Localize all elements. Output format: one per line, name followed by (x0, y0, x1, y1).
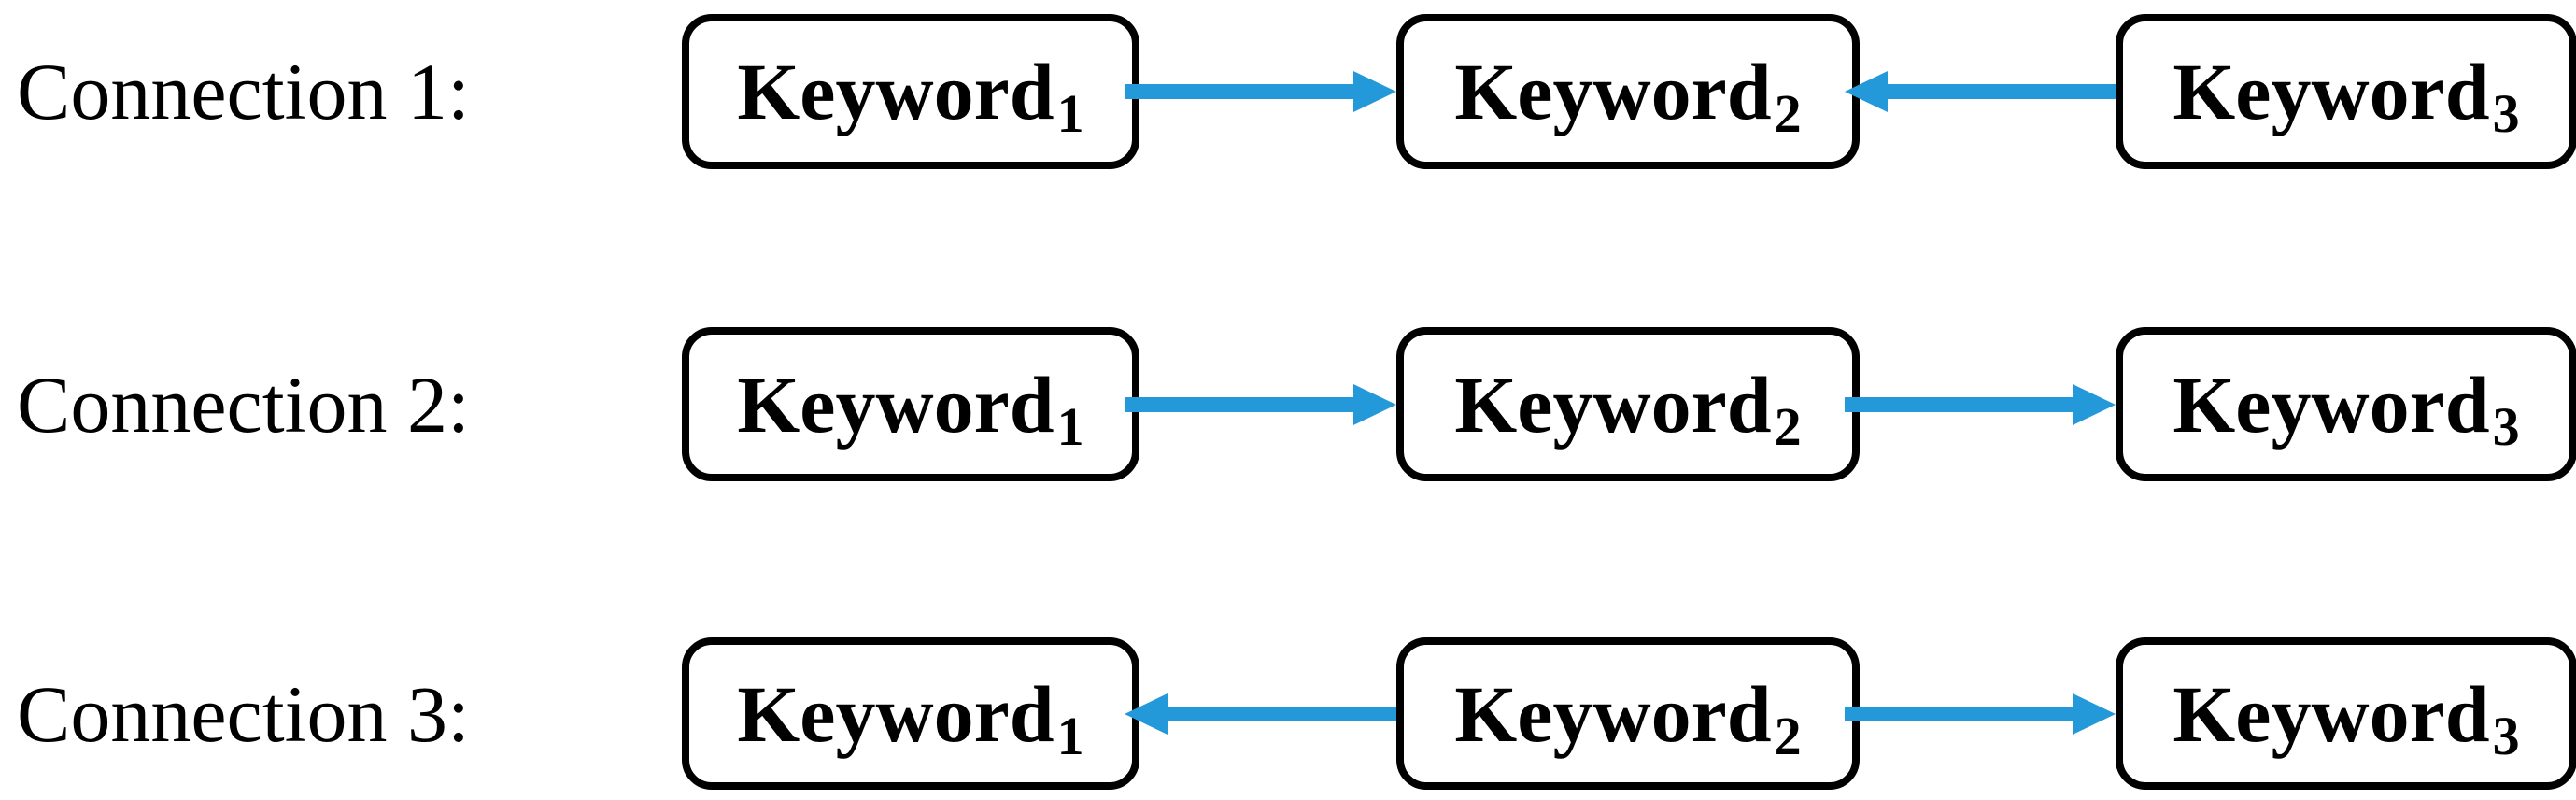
arrowhead-icon (2073, 383, 2116, 425)
keyword-2-text: Keyword (1454, 47, 1772, 136)
keyword-3-subscript: 3 (2492, 395, 2520, 457)
keyword-2-text: Keyword (1454, 359, 1772, 450)
arrowhead-icon (1125, 693, 1168, 735)
arrow-between-keyword2-keyword3 (1845, 327, 2116, 481)
arrow-shaft (1153, 706, 1396, 721)
keyword-3-text: Keyword (2173, 668, 2490, 759)
keyword-1-subscript: 1 (1056, 395, 1084, 457)
keyword-3-subscript: 3 (2492, 705, 2520, 766)
arrow-shaft (1125, 84, 1368, 99)
keyword-1-subscript: 1 (1056, 83, 1084, 144)
keyword-1-text: Keyword (737, 47, 1054, 136)
arrow-shaft (1873, 84, 2116, 99)
keyword-2-text: Keyword (1454, 668, 1772, 759)
keyword-3-text: Keyword (2173, 359, 2490, 450)
arrowhead-icon (1353, 383, 1396, 425)
connection-3-label: Connection 3: (17, 668, 470, 759)
arrow-shaft (1845, 706, 2088, 721)
arrowhead-icon (1845, 71, 1888, 112)
keyword-2-subscript: 2 (1774, 705, 1802, 766)
arrow-between-keyword2-keyword3 (1845, 637, 2116, 790)
keyword-1-text: Keyword (737, 359, 1054, 450)
arrowhead-icon (1353, 71, 1396, 112)
connection-1-label: Connection 1: (17, 47, 470, 136)
keyword-2-subscript: 2 (1774, 395, 1802, 457)
arrow-between-keyword1-keyword2 (1125, 327, 1396, 481)
arrow-shaft (1845, 396, 2088, 412)
keyword-3-subscript: 3 (2492, 83, 2520, 144)
arrow-between-keyword1-keyword2 (1125, 14, 1396, 169)
arrow-between-keyword2-keyword3 (1845, 14, 2116, 169)
keyword-1-text: Keyword (737, 668, 1054, 759)
arrow-shaft (1125, 396, 1368, 412)
keyword-3-text: Keyword (2173, 47, 2490, 136)
keyword-2-subscript: 2 (1774, 83, 1802, 144)
arrowhead-icon (2073, 693, 2116, 735)
arrow-between-keyword1-keyword2 (1125, 637, 1396, 790)
keyword-1-subscript: 1 (1056, 705, 1084, 766)
connection-2-label: Connection 2: (17, 359, 470, 450)
